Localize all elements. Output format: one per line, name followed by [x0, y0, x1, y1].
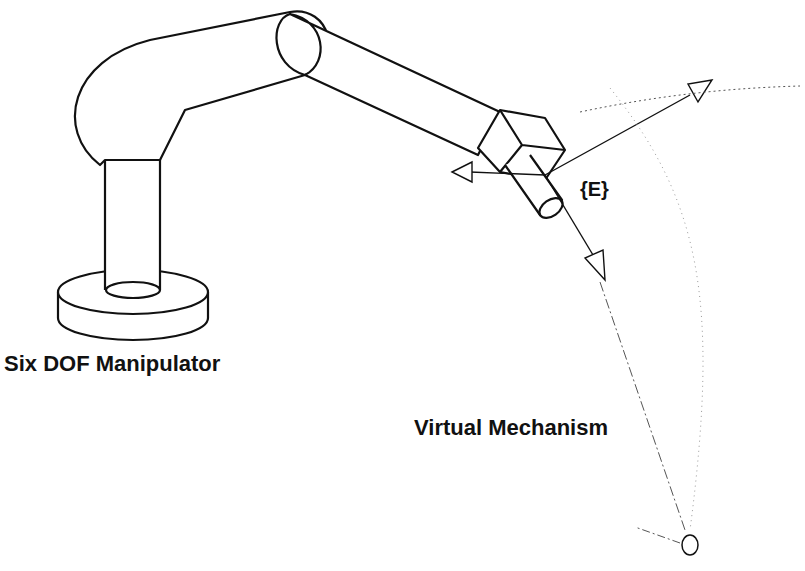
frame-arrowhead — [688, 80, 712, 102]
figure-label: Six DOF Manipulator — [4, 352, 220, 376]
tool-end — [536, 194, 566, 222]
frame-axis — [470, 172, 545, 175]
virtual-link — [600, 282, 685, 530]
frame-arrowhead — [452, 162, 472, 182]
virtual-joint — [682, 535, 698, 555]
upper-arm — [75, 11, 329, 165]
forearm — [290, 14, 500, 155]
frame-arrowhead — [585, 250, 605, 280]
virtual-link — [635, 527, 680, 543]
column — [105, 150, 160, 290]
column-foot — [106, 282, 160, 298]
elbow-joint — [276, 14, 305, 75]
frame-axis — [545, 95, 690, 175]
virtual-path — [580, 86, 800, 112]
virtual-arc — [610, 88, 703, 530]
frame-label: {E} — [580, 178, 609, 200]
figure-label: Virtual Mechanism — [414, 416, 608, 440]
